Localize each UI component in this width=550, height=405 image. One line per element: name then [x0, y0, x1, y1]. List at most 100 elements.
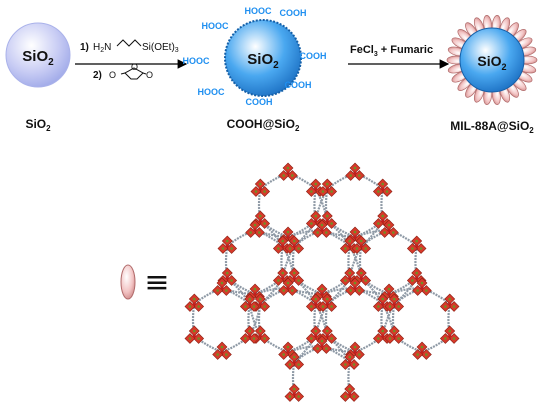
- fe-atom: [225, 353, 228, 356]
- fumarate-linker: [257, 188, 262, 222]
- oxo-atom: [286, 171, 290, 175]
- fe3o-cluster: [184, 293, 205, 312]
- fe-atom: [448, 297, 452, 301]
- fumarate-linker: [247, 303, 251, 337]
- fe-atom: [415, 271, 419, 275]
- fe-atom: [321, 305, 325, 308]
- cooh-sio2-particle: SiO2: [224, 19, 302, 97]
- fe-atom: [310, 337, 313, 340]
- oxo-atom: [353, 171, 357, 175]
- fumarate-linker: [393, 335, 423, 354]
- core-subscript: 2: [273, 60, 279, 71]
- oxo-atom: [353, 286, 357, 290]
- fe-atom: [230, 279, 233, 282]
- oxo-atom: [348, 244, 352, 248]
- oxo-atom: [292, 276, 296, 280]
- oxo-atom: [415, 276, 419, 280]
- equivalence-symbol: ≡: [144, 265, 169, 300]
- fe-atom: [253, 223, 257, 227]
- fe-atom: [352, 363, 356, 366]
- fe-atom: [316, 347, 319, 350]
- fe-atom: [444, 305, 447, 308]
- fumarate-linker: [224, 245, 229, 279]
- fe-atom: [281, 239, 285, 243]
- fe-atom: [448, 329, 452, 333]
- fe-atom: [325, 297, 329, 301]
- fe3o-cluster: [250, 178, 271, 197]
- oxo-atom: [320, 228, 324, 232]
- sio2-particle: SiO2: [5, 22, 71, 88]
- fe-atom: [320, 339, 324, 343]
- fumarate-linker: [391, 303, 396, 337]
- fe-atom: [325, 347, 328, 350]
- fe3o-cluster: [339, 351, 360, 370]
- oxo-atom: [381, 219, 385, 223]
- fe3o-cluster: [278, 162, 298, 181]
- fe-atom: [425, 289, 428, 292]
- fumarate-linker: [321, 228, 351, 247]
- fe-atom: [397, 337, 400, 340]
- fe-atom: [225, 289, 228, 292]
- anhydride-ring: [124, 67, 144, 80]
- fe3o-cluster: [284, 383, 305, 402]
- fe-atom: [297, 247, 300, 250]
- core-label: SiO: [477, 53, 501, 69]
- fe-atom: [258, 231, 261, 234]
- oxo-atom: [325, 187, 329, 191]
- fumarate-linker: [291, 361, 296, 395]
- caption-sio2: SiO2: [25, 117, 51, 133]
- fe-atom: [425, 353, 428, 356]
- fe-atom: [292, 355, 296, 359]
- fe-atom: [314, 214, 318, 218]
- fe-atom: [377, 190, 380, 193]
- fumarate-linker: [293, 344, 323, 363]
- oxo-atom: [448, 302, 452, 306]
- fe-atom: [282, 289, 285, 292]
- fe3o-cluster: [439, 325, 460, 344]
- fumarate-linker: [326, 220, 356, 239]
- oxo-atom: [286, 350, 290, 354]
- fumarate-linker: [259, 171, 289, 190]
- fe-atom: [377, 305, 380, 308]
- fe-atom: [325, 231, 328, 234]
- ring-oxygen-left: O: [109, 70, 116, 80]
- oxo-atom: [387, 292, 391, 296]
- fe-atom: [310, 305, 313, 308]
- fe-atom: [353, 345, 357, 349]
- fe-atom: [230, 247, 233, 250]
- fumarate-linker: [324, 303, 329, 337]
- fe3o-cluster: [217, 235, 238, 254]
- fumarate-linker: [193, 335, 223, 354]
- oxo-atom: [353, 350, 357, 354]
- oxo-atom: [248, 302, 252, 306]
- oxo-atom: [420, 350, 424, 354]
- fe-atom: [349, 289, 352, 292]
- fumarate-linker: [254, 228, 284, 247]
- oxo-atom: [314, 187, 318, 191]
- fe-atom: [291, 289, 294, 292]
- fe-atom: [325, 329, 329, 333]
- fe-atom: [364, 279, 367, 282]
- oxo-atom: [258, 219, 262, 223]
- svg-text:SiO2: SiO2: [477, 53, 506, 72]
- fe-atom: [314, 297, 318, 301]
- hooc-label: HOOC: [202, 21, 230, 31]
- fe-atom: [225, 239, 229, 243]
- oxo-atom: [292, 244, 296, 248]
- fumarate-linker: [287, 171, 317, 190]
- propyl-chain: [116, 39, 142, 47]
- oxo-atom: [248, 334, 252, 338]
- fe-atom: [297, 279, 300, 282]
- fe-atom: [397, 305, 400, 308]
- fe-atom: [263, 305, 266, 308]
- fe-atom: [248, 329, 252, 333]
- fe3o-cluster: [278, 277, 298, 296]
- fe-atom: [348, 239, 352, 243]
- fumarate-linker: [293, 228, 323, 247]
- oxo-atom: [286, 235, 290, 239]
- fe-atom: [411, 247, 414, 250]
- fe3o-cluster: [317, 178, 338, 197]
- fe3o-cluster: [384, 293, 405, 312]
